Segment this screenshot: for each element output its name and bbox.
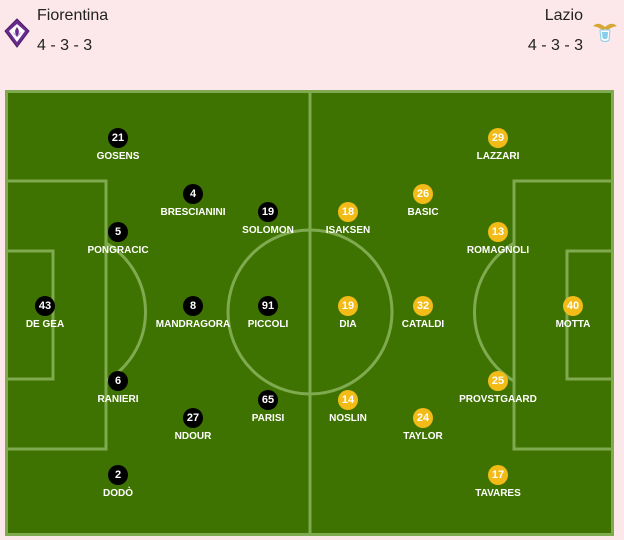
player-name: DE GEA [25, 319, 65, 330]
player-name: DIA [339, 319, 357, 330]
player-number: 25 [488, 371, 508, 391]
away-player[interactable]: 13 ROMAGNOLI [453, 222, 543, 262]
player-name: GOSENS [96, 151, 140, 162]
player-name: PROVSTGAARD [459, 394, 537, 405]
player-number: 8 [183, 296, 203, 316]
player-name: DODÒ [103, 488, 133, 499]
player-name: BRESCIANINI [160, 207, 226, 218]
away-player[interactable]: 18 ISAKSEN [303, 202, 393, 242]
away-player[interactable]: 26 BASIC [378, 184, 468, 224]
player-number: 19 [258, 202, 278, 222]
player-name: LAZZARI [476, 151, 520, 162]
player-number: 24 [413, 408, 433, 428]
home-player[interactable]: 6 RANIERI [73, 371, 163, 411]
player-name: NDOUR [174, 431, 212, 442]
home-player[interactable]: 5 PONGRACIC [73, 222, 163, 262]
lazio-crest-icon [593, 23, 617, 42]
home-player[interactable]: 19 SOLOMON [223, 202, 313, 242]
player-number: 6 [108, 371, 128, 391]
player-number: 29 [488, 128, 508, 148]
player-number: 26 [413, 184, 433, 204]
away-player[interactable]: 24 TAYLOR [378, 408, 468, 448]
player-name: PICCOLI [247, 319, 289, 330]
away-team-header: Lazio 4 - 3 - 3 [324, 0, 624, 80]
home-team-header: Fiorentina 4 - 3 - 3 [0, 0, 300, 80]
player-number: 5 [108, 222, 128, 242]
player-name: MANDRAGORA [155, 319, 231, 330]
player-name: CATALDI [401, 319, 445, 330]
home-player[interactable]: 4 BRESCIANINI [148, 184, 238, 224]
player-name: RANIERI [97, 394, 139, 405]
away-player[interactable]: 19 DIA [303, 296, 393, 336]
home-team-formation: 4 - 3 - 3 [37, 37, 93, 54]
home-player[interactable]: 65 PARISI [223, 390, 313, 430]
player-number: 40 [563, 296, 583, 316]
away-player[interactable]: 29 LAZZARI [453, 128, 543, 168]
away-team-name[interactable]: Lazio [544, 7, 583, 24]
player-number: 21 [108, 128, 128, 148]
player-name: SOLOMON [242, 225, 294, 236]
player-number: 27 [183, 408, 203, 428]
player-name: PONGRACIC [87, 245, 149, 256]
home-player[interactable]: 91 PICCOLI [223, 296, 313, 336]
home-player[interactable]: 43 DE GEA [0, 296, 90, 336]
player-number: 14 [338, 390, 358, 410]
away-player[interactable]: 32 CATALDI [378, 296, 468, 336]
player-number: 43 [35, 296, 55, 316]
player-name: TAVARES [475, 488, 521, 499]
player-number: 19 [338, 296, 358, 316]
away-player[interactable]: 25 PROVSTGAARD [453, 371, 543, 411]
home-player[interactable]: 27 NDOUR [148, 408, 238, 448]
away-player[interactable]: 17 TAVARES [453, 465, 543, 505]
player-number: 18 [338, 202, 358, 222]
football-pitch: 43 DE GEA 21 GOSENS 5 PONGRACIC 6 RANIER… [5, 90, 614, 536]
player-name: ISAKSEN [325, 225, 371, 236]
player-name: TAYLOR [403, 431, 443, 442]
away-player[interactable]: 14 NOSLIN [303, 390, 393, 430]
player-number: 65 [258, 390, 278, 410]
player-name: NOSLIN [329, 413, 367, 424]
home-player[interactable]: 2 DODÒ [73, 465, 163, 505]
fiorentina-crest-icon [4, 18, 30, 48]
player-number: 4 [183, 184, 203, 204]
player-name: ROMAGNOLI [466, 245, 530, 256]
player-number: 17 [488, 465, 508, 485]
player-number: 32 [413, 296, 433, 316]
home-player[interactable]: 21 GOSENS [73, 128, 163, 168]
away-player[interactable]: 40 MOTTA [528, 296, 618, 336]
player-name: MOTTA [555, 319, 591, 330]
player-number: 91 [258, 296, 278, 316]
pitch-markings [8, 93, 611, 533]
player-number: 13 [488, 222, 508, 242]
home-player[interactable]: 8 MANDRAGORA [148, 296, 238, 336]
away-team-formation: 4 - 3 - 3 [527, 37, 583, 54]
player-name: PARISI [251, 413, 285, 424]
player-number: 2 [108, 465, 128, 485]
player-name: BASIC [407, 207, 439, 218]
home-team-name[interactable]: Fiorentina [37, 7, 109, 24]
